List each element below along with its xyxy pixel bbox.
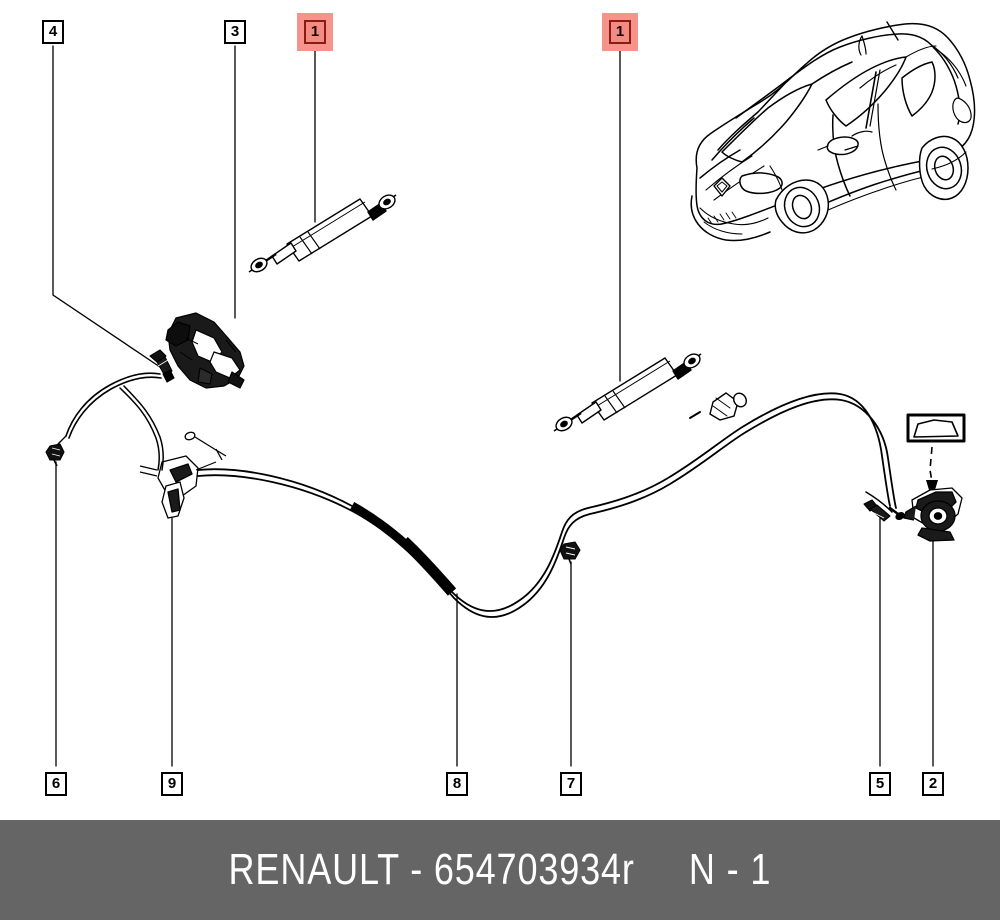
callout-6[interactable]: 6 [45,772,67,796]
gas-strut-2-lower-eye [553,416,573,432]
latch-screw [149,349,175,383]
callout-5-label: 5 [875,775,885,792]
callout-2[interactable]: 2 [922,772,944,796]
callout-7[interactable]: 7 [560,772,582,796]
callout-8[interactable]: 8 [446,772,468,796]
tailgate-latch [165,312,245,389]
gas-strut-2-upper-eye [683,353,702,369]
callout-5[interactable]: 5 [869,772,891,796]
cable-clip-centre [559,541,581,565]
diagram-area: 4 3 1 1 6 9 8 7 5 2 [42,20,976,796]
cable-end-hook [184,431,227,461]
leader-lines [52,45,934,767]
gas-strut-2 [553,353,702,432]
leader-line-4 [52,45,161,368]
callout-7-label: 7 [566,775,576,792]
callout-2-label: 2 [928,775,938,792]
callout-6-label: 6 [51,775,61,792]
parts-diagram-drawing [45,21,976,767]
footer-part-label: RENAULT - 654703934r N - 1 [228,845,772,894]
lock-cylinder-screw [863,499,891,522]
lock-cylinder-assembly [903,413,966,542]
gas-strut-1-upper-eye [378,194,397,210]
callout-8-label: 8 [452,775,462,792]
callout-4[interactable]: 4 [42,20,64,44]
gas-strut-1 [248,194,397,273]
callout-4-label: 4 [48,23,58,40]
gas-strut-1-lower-eye [248,257,268,273]
callout-9[interactable]: 9 [161,772,183,796]
callout-1b[interactable]: 1 [609,20,631,44]
callout-1b-label: 1 [615,23,625,40]
callout-3[interactable]: 3 [224,20,246,44]
callout-3-label: 3 [230,23,240,40]
callout-9-label: 9 [167,775,177,792]
release-cable [57,372,905,618]
footer-band: RENAULT - 654703934r N - 1 [0,820,1000,920]
assembly-arrow [929,446,933,483]
release-lever [139,455,217,519]
callout-1a-label: 1 [310,23,320,40]
callout-1a[interactable]: 1 [304,20,326,44]
lock-cover-plate [906,413,966,443]
cable-clip-left [45,443,65,467]
cable-grommet [689,392,747,421]
vehicle-line-art [690,21,976,242]
